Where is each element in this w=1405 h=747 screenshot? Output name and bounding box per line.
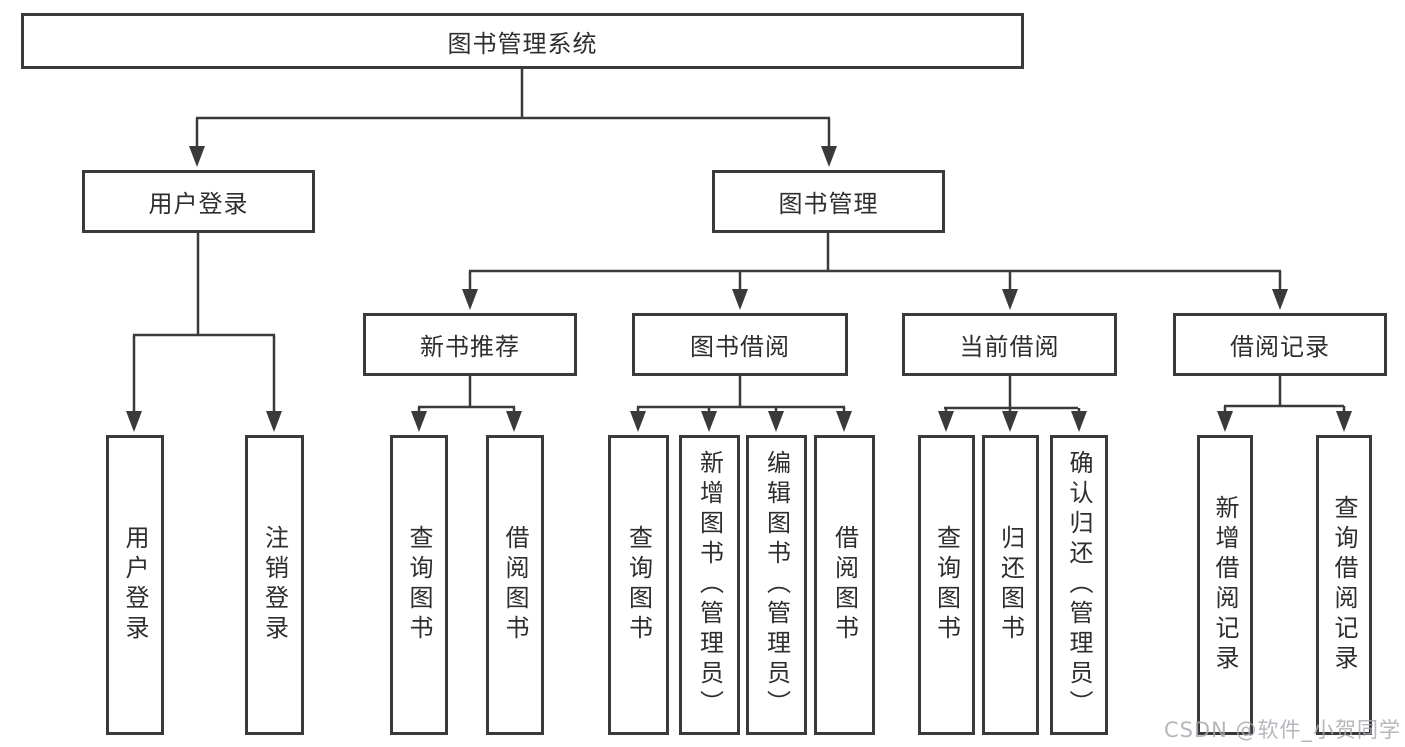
leaf-label: 注销登录 [260, 525, 289, 645]
leaf-add-borrow-record: 新增借阅记录 [1197, 435, 1253, 735]
leaf-label: 借阅图书 [501, 525, 529, 645]
leaf-label: 借阅图书 [830, 525, 859, 645]
node-label: 当前借阅 [959, 333, 1060, 361]
node-label: 借阅记录 [1230, 333, 1330, 361]
leaf-query-books-borrow: 查询图书 [608, 435, 669, 735]
node-borrowing-records: 借阅记录 [1173, 313, 1387, 376]
csdn-watermark: CSDN @软件_小贺同学 [1163, 718, 1401, 742]
leaf-label: 用户登录 [121, 525, 149, 645]
node-label: 用户登录 [148, 190, 249, 218]
leaf-label: 归还图书 [996, 525, 1025, 645]
leaf-query-borrow-record: 查询借阅记录 [1316, 435, 1372, 735]
leaf-user-login: 用户登录 [106, 435, 164, 735]
node-user-login: 用户登录 [82, 170, 315, 233]
leaf-edit-books-admin: 编辑图书（管理员） [746, 435, 807, 735]
leaf-confirm-return-admin: 确认归还（管理员） [1050, 435, 1108, 735]
leaf-logout-login: 注销登录 [245, 435, 304, 735]
node-label: 新书推荐 [420, 333, 520, 361]
leaf-label: 编辑图书（管理员） [762, 450, 791, 720]
leaf-label: 查询借阅记录 [1330, 495, 1358, 675]
node-current-borrowing: 当前借阅 [902, 313, 1117, 376]
leaf-return-books: 归还图书 [982, 435, 1039, 735]
leaf-add-books-admin: 新增图书（管理员） [679, 435, 740, 735]
leaf-label: 新增借阅记录 [1211, 495, 1239, 675]
node-library-management-system: 图书管理系统 [21, 13, 1024, 69]
leaf-borrow-books-borrow: 借阅图书 [814, 435, 875, 735]
leaf-borrow-books-rec: 借阅图书 [486, 435, 544, 735]
node-label: 图书管理系统 [447, 29, 598, 58]
leaf-label: 新增图书（管理员） [695, 450, 724, 720]
leaf-label: 查询图书 [932, 525, 961, 645]
leaf-label: 查询图书 [405, 525, 433, 645]
leaf-query-books-rec: 查询图书 [390, 435, 448, 735]
node-new-book-recommendation: 新书推荐 [363, 313, 577, 376]
leaf-query-books-current: 查询图书 [918, 435, 975, 735]
node-label: 图书借阅 [690, 333, 790, 361]
node-book-borrowing: 图书借阅 [632, 313, 848, 376]
leaf-label: 确认归还（管理员） [1065, 450, 1093, 720]
node-label: 图书管理 [778, 190, 879, 218]
node-book-management: 图书管理 [712, 170, 945, 233]
leaf-label: 查询图书 [624, 525, 653, 645]
